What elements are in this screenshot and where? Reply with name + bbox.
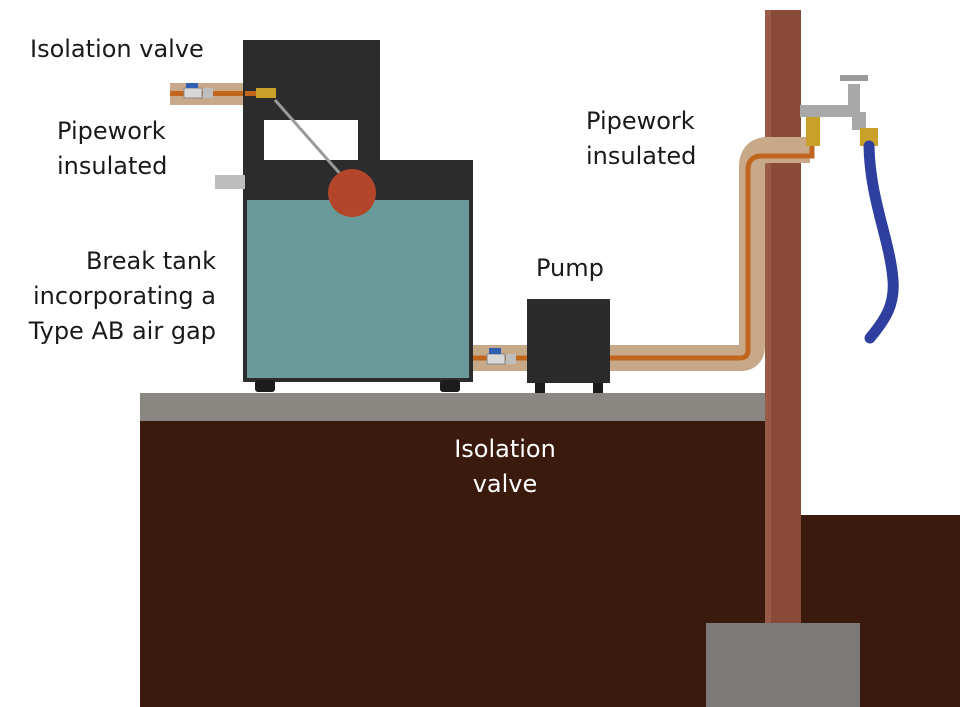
isolation-valve-icon xyxy=(486,348,516,365)
label-pipework-insulated-right: Pipework insulated xyxy=(586,104,696,174)
label-line: incorporating a xyxy=(33,282,216,310)
label-line: Break tank xyxy=(85,247,216,275)
floor-slab xyxy=(140,393,765,421)
label-line: valve xyxy=(472,470,538,498)
pump-icon xyxy=(527,299,610,393)
label-line: insulated xyxy=(586,142,697,170)
break-tank-icon xyxy=(215,40,473,392)
tap-icon xyxy=(800,75,878,146)
float-valve-icon xyxy=(245,88,376,217)
label-line: insulated xyxy=(57,152,168,180)
post-base xyxy=(706,623,860,707)
label-line: Type AB air gap xyxy=(28,317,216,345)
label-line: Isolation xyxy=(454,435,556,463)
label-pipework-insulated-left: Pipework insulated xyxy=(57,114,167,184)
label-break-tank: Break tank incorporating a Type AB air g… xyxy=(29,244,216,349)
isolation-valve-icon xyxy=(183,83,213,99)
label-isolation-valve-bottom: Isolation valve xyxy=(440,432,570,502)
hose-icon xyxy=(863,140,899,344)
outlet-pipe-insulated xyxy=(473,128,815,371)
label-isolation-valve-top: Isolation valve xyxy=(30,35,204,63)
label-line: Pipework xyxy=(586,107,695,135)
label-line: Pipework xyxy=(57,117,166,145)
label-pump: Pump xyxy=(536,254,604,282)
